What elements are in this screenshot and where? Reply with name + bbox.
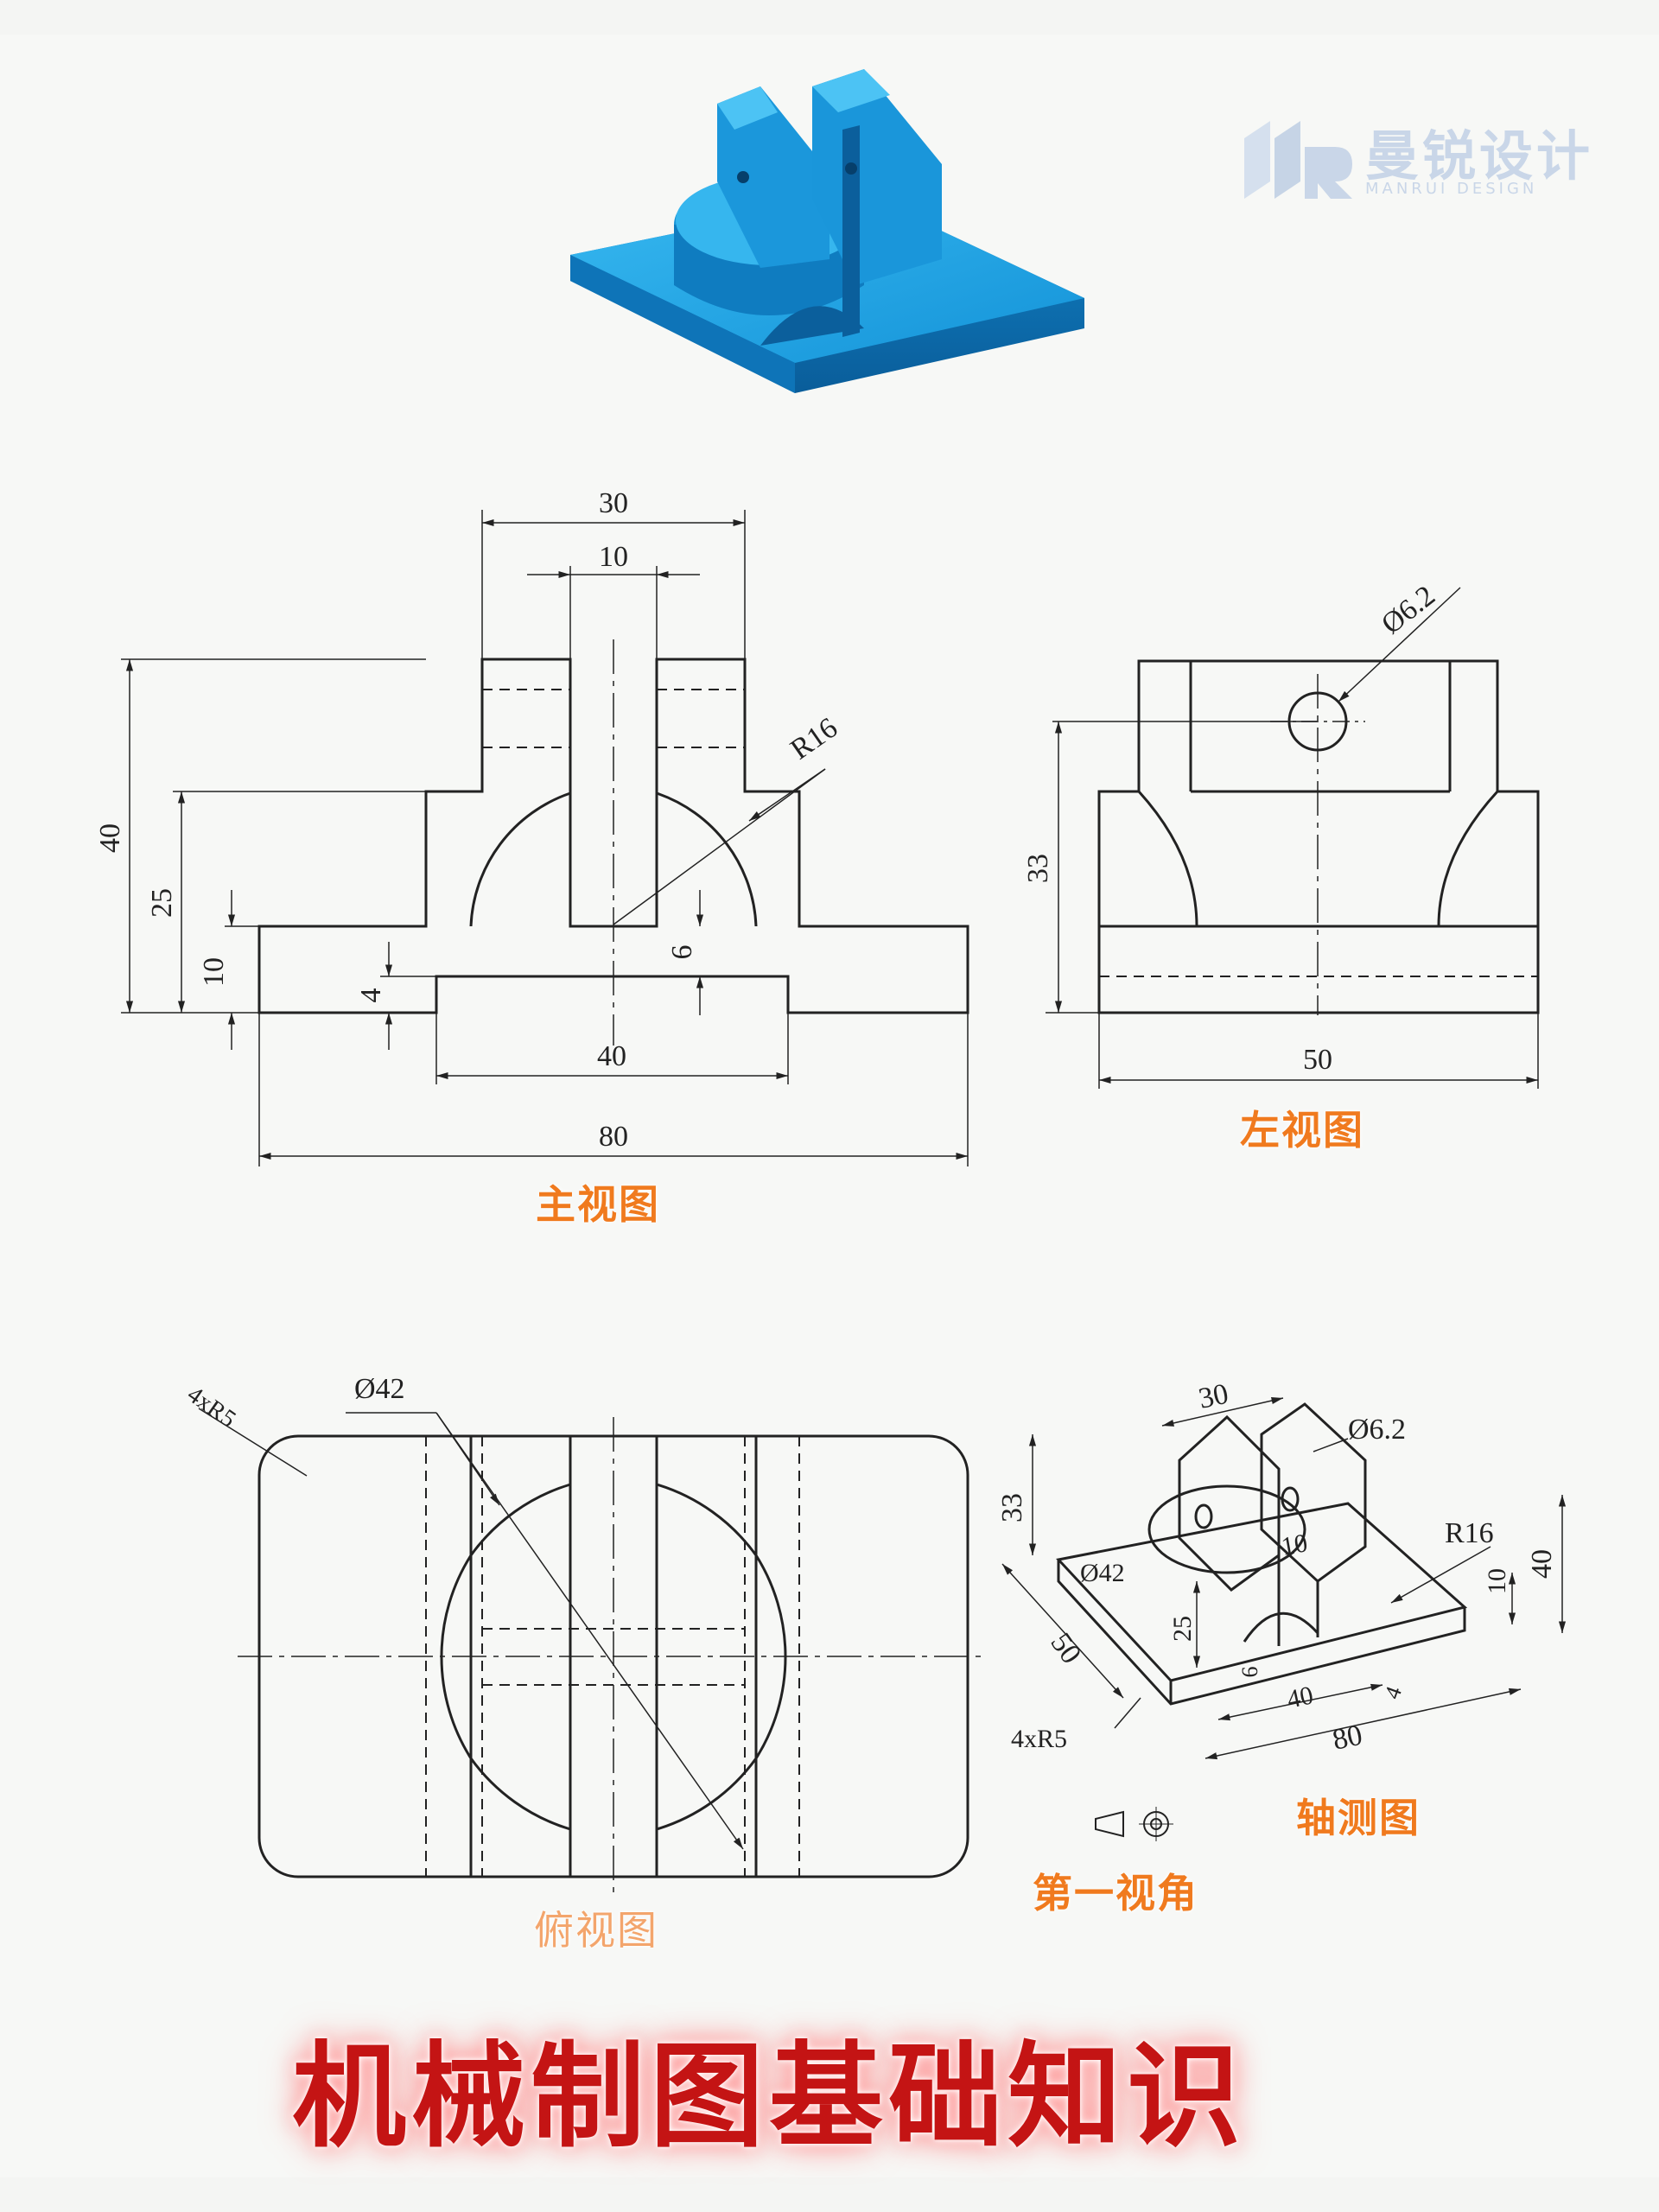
isometric-view bbox=[1056, 1402, 1468, 1706]
dim-iso-80: 80 bbox=[1330, 1719, 1365, 1757]
dim-front-10: 10 bbox=[599, 541, 628, 573]
isometric-3d-model bbox=[570, 69, 1084, 393]
drawing-sheet bbox=[0, 35, 1659, 2177]
dim-front-25: 25 bbox=[146, 888, 178, 918]
logo-name: 曼锐设计 bbox=[1365, 124, 1594, 188]
left-view bbox=[1097, 659, 1540, 1015]
front-view bbox=[257, 639, 969, 1046]
dim-front-4: 4 bbox=[355, 988, 387, 1003]
top-view bbox=[238, 1417, 985, 1897]
dim-front-40w: 40 bbox=[597, 1040, 626, 1072]
dim-front-r16: R16 bbox=[785, 712, 843, 766]
dim-left-50: 50 bbox=[1303, 1044, 1332, 1076]
dim-iso-30: 30 bbox=[1196, 1378, 1231, 1415]
dim-iso-4: 4 bbox=[1379, 1683, 1407, 1702]
brand-logo: 曼锐设计 MANRUI DESIGN bbox=[1236, 112, 1642, 207]
logo-icon bbox=[1244, 121, 1352, 199]
dim-iso-40: 40 bbox=[1526, 1549, 1558, 1579]
dim-left-hole: Ø6.2 bbox=[1376, 580, 1441, 640]
dim-left-33: 33 bbox=[1022, 854, 1054, 883]
dim-front-6: 6 bbox=[666, 945, 698, 960]
dim-iso-50: 50 bbox=[1044, 1627, 1087, 1669]
label-projection: 第一视角 bbox=[1033, 1870, 1198, 1916]
dim-iso-r5: 4xR5 bbox=[1011, 1725, 1067, 1753]
label-iso-view: 轴测图 bbox=[1296, 1795, 1421, 1841]
top-view-dimensions bbox=[198, 1408, 744, 1850]
dim-iso-10: 10 bbox=[1279, 1529, 1309, 1561]
dim-iso-33: 33 bbox=[996, 1493, 1028, 1522]
dim-front-30: 30 bbox=[599, 487, 628, 519]
label-top-view: 俯视图 bbox=[534, 1907, 658, 1954]
dim-front-40: 40 bbox=[94, 823, 126, 853]
dim-front-10h: 10 bbox=[198, 957, 230, 987]
dim-iso-d42: Ø42 bbox=[1080, 1559, 1125, 1587]
left-view-dimensions bbox=[1046, 587, 1539, 1089]
title-banner: 机械制图基础知识 bbox=[292, 2030, 1246, 2164]
isometric-dimensions bbox=[1001, 1397, 1567, 1760]
dim-iso-10h: 10 bbox=[1483, 1568, 1511, 1594]
label-left-view: 左视图 bbox=[1240, 1107, 1364, 1154]
dim-front-80: 80 bbox=[599, 1121, 628, 1153]
first-angle-projection-icon bbox=[1095, 1807, 1173, 1841]
dim-top-r5: 4xR5 bbox=[182, 1381, 240, 1433]
dim-iso-r16: R16 bbox=[1445, 1517, 1494, 1549]
logo-subtitle: MANRUI DESIGN bbox=[1365, 180, 1538, 198]
dim-iso-40w: 40 bbox=[1285, 1681, 1316, 1714]
dim-top-d42: Ø42 bbox=[354, 1373, 405, 1405]
dim-iso-hole: Ø6.2 bbox=[1348, 1414, 1406, 1446]
front-view-dimensions bbox=[121, 510, 969, 1166]
dim-iso-6: 6 bbox=[1237, 1667, 1262, 1678]
label-front-view: 主视图 bbox=[536, 1181, 660, 1228]
dim-iso-25: 25 bbox=[1168, 1616, 1197, 1642]
